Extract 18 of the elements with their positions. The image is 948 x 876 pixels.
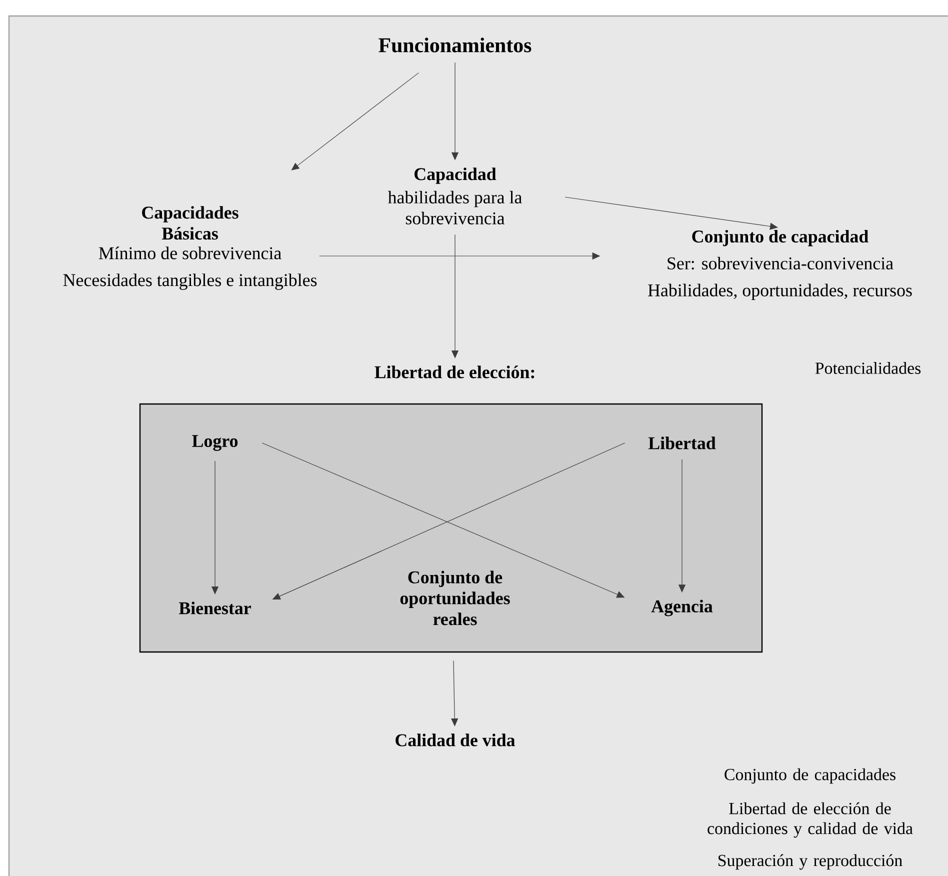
arrow (291, 72, 419, 170)
arrow (451, 660, 458, 726)
concept-label: Capacidad habilidades para la sobrevivencia (388, 168, 522, 224)
note-text: Potencialidades (815, 362, 921, 374)
concept-label: Libertad de elección: (374, 366, 534, 378)
note-text: Libertad de elección de condiciones y calidad de vida (708, 802, 913, 838)
note-text: Conjunto de capacidades (724, 768, 896, 784)
concept-label: Calidad de vida (396, 734, 516, 746)
concept-label: Bienestar (178, 602, 251, 614)
concept-label: Conjunto de capacidad Ser: sobrevivencia-convivencia Habilidades, oportunidades, recursos (648, 230, 912, 300)
concept-label: Agencia (651, 600, 713, 616)
group-box (139, 403, 763, 653)
note-text: Superación y reproducción (718, 854, 902, 870)
heading-text: Funcionamientos (378, 38, 532, 52)
concept-label: Capacidades Básicas Mínimo de sobrevivencia Necesidades tangibles e intangibles (63, 206, 317, 290)
concept-label: Logro (192, 435, 238, 451)
concept-label: Libertad (648, 436, 716, 450)
concept-label: Conjunto de oportunidades reales (389, 568, 521, 628)
